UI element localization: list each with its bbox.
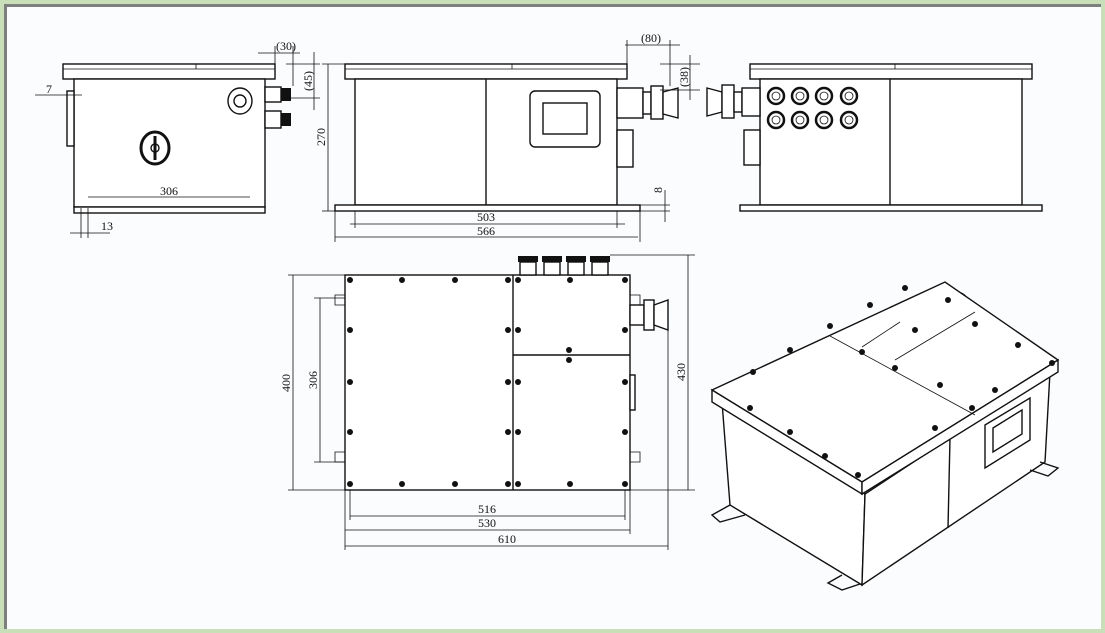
side-view-left: (30) (45) 7 306 13 <box>35 39 320 238</box>
dim-label: 13 <box>101 219 113 233</box>
front-view: 270 (80) (38) 8 503 566 <box>314 31 700 242</box>
top-glands-icon <box>518 256 610 276</box>
dim-label: 306 <box>306 371 320 389</box>
dim-label: 503 <box>477 210 495 224</box>
switch-knob-icon <box>139 130 171 166</box>
bolts <box>347 277 628 487</box>
cable-glands-icon <box>766 86 859 130</box>
dim-label: 566 <box>477 224 495 238</box>
dim-label: (45) <box>301 71 315 91</box>
connector-icon <box>642 85 679 120</box>
connector-icon <box>706 84 761 119</box>
connector-icon <box>629 299 669 331</box>
dim-label: 7 <box>46 82 52 96</box>
dim-label: 270 <box>314 128 328 146</box>
side-view-right <box>706 63 1043 212</box>
dim-label: 516 <box>478 502 496 516</box>
dim-label: 400 <box>279 374 293 392</box>
dim-label: (30) <box>276 39 296 53</box>
dim-label: (80) <box>641 31 661 45</box>
dim-label: 530 <box>478 516 496 530</box>
top-view: 400 306 430 516 530 610 <box>279 254 695 550</box>
display-window-icon <box>984 396 1031 470</box>
isometric-view <box>710 281 1060 591</box>
mounting-foot-icon <box>710 461 1060 591</box>
dim-label: 430 <box>674 363 688 381</box>
dim-label: 610 <box>498 532 516 546</box>
dim-label: 306 <box>160 184 178 198</box>
dim-label: 8 <box>651 187 665 193</box>
display-window-icon <box>529 90 601 148</box>
cable-gland-icon <box>227 87 253 115</box>
dim-label: (38) <box>677 67 691 87</box>
